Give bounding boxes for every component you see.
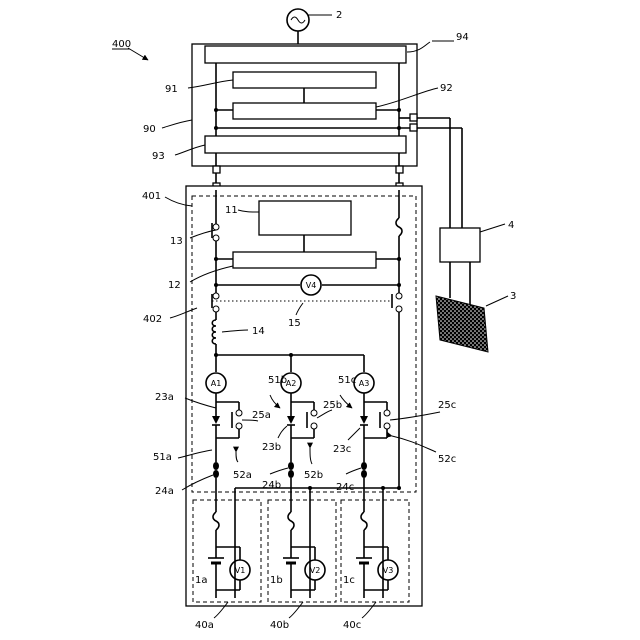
label-90: 90 — [143, 124, 156, 135]
label-92: 92 — [440, 83, 453, 94]
meter-a2-label: A2 — [286, 379, 297, 388]
label-52a: 52a — [233, 470, 252, 481]
module-11 — [259, 201, 351, 235]
label-91: 91 — [165, 84, 178, 95]
label-12: 12 — [168, 280, 181, 291]
label-15: 15 — [288, 318, 301, 329]
device-3 — [436, 296, 488, 352]
meter-a1-label: A1 — [211, 379, 222, 388]
module-12 — [233, 252, 376, 268]
label-ac-source: 2 — [336, 10, 342, 21]
label-51c: 51c — [338, 375, 356, 386]
label-1c: 1c — [343, 575, 355, 586]
label-51b: 51b — [268, 375, 287, 386]
label-13: 13 — [170, 236, 183, 247]
converter-94 — [205, 46, 406, 63]
label-25b: 25b — [323, 400, 342, 411]
label-401: 401 — [142, 191, 161, 202]
label-93: 93 — [152, 151, 165, 162]
label-23b: 23b — [262, 442, 281, 453]
label-23a: 23a — [155, 392, 174, 403]
meter-v4-label: V4 — [306, 281, 317, 290]
label-11: 11 — [225, 205, 238, 216]
label-40a: 40a — [195, 620, 214, 631]
label-52b: 52b — [304, 470, 323, 481]
label-402: 402 — [143, 314, 162, 325]
label-14: 14 — [252, 326, 265, 337]
label-1b: 1b — [270, 575, 283, 586]
module-92 — [233, 103, 376, 119]
label-24a: 24a — [155, 486, 174, 497]
label-40c: 40c — [343, 620, 361, 631]
label-52c: 52c — [438, 454, 456, 465]
label-25a: 25a — [252, 410, 271, 421]
label-1a: 1a — [195, 575, 208, 586]
label-3: 3 — [510, 291, 516, 302]
ac-source: 2 — [287, 9, 342, 44]
meter-v2-label: V2 — [310, 566, 321, 575]
label-25c: 25c — [438, 400, 456, 411]
module-93 — [205, 136, 406, 153]
label-4: 4 — [508, 220, 514, 231]
label-94: 94 — [456, 32, 469, 43]
label-40b: 40b — [270, 620, 289, 631]
label-23c: 23c — [333, 444, 351, 455]
figure-label: 400 — [112, 39, 148, 60]
label-24b: 24b — [262, 480, 281, 491]
meter-v3-label: V3 — [383, 566, 394, 575]
label-51a: 51a — [153, 452, 172, 463]
meter-a3-label: A3 — [359, 379, 370, 388]
device-4 — [440, 228, 480, 262]
controller-91 — [233, 72, 376, 88]
meter-v1-label: V1 — [235, 566, 246, 575]
